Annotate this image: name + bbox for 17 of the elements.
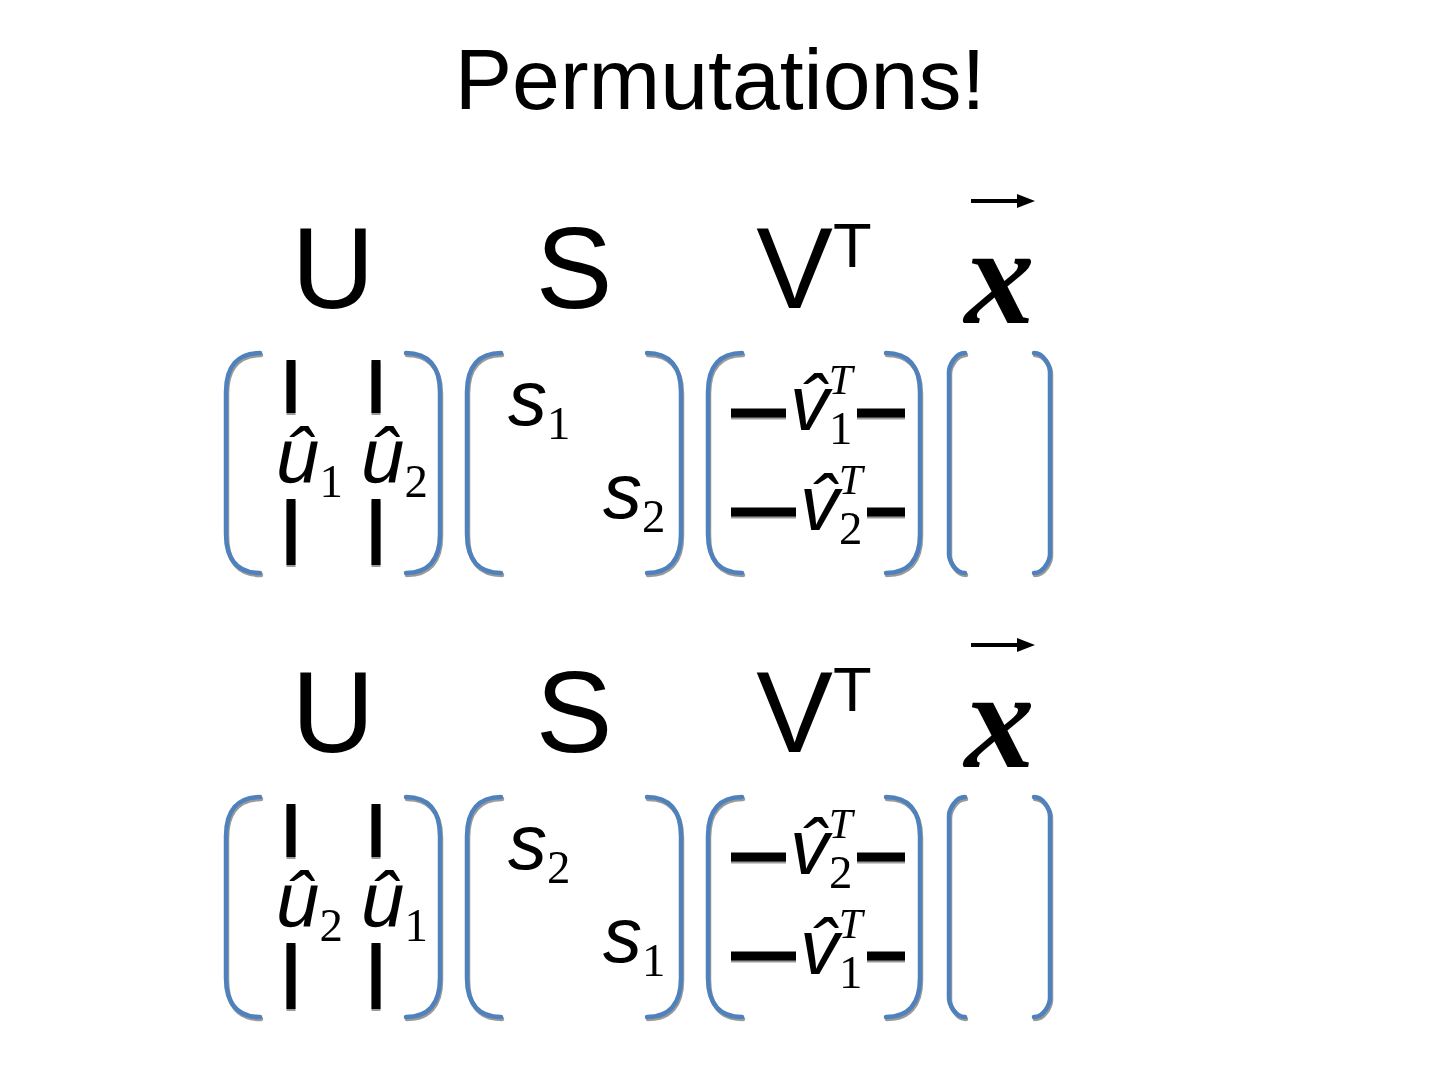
- matrix-entry: û$_{2}$: [361, 417, 428, 495]
- matrix-label: S: [535, 655, 613, 770]
- matrix-label: V$^{T}$: [756, 211, 872, 326]
- matrix-entry: s$_{2}$: [603, 452, 666, 530]
- matrix-label: x: [964, 638, 1035, 790]
- matrix-entry: s$_{1}$: [603, 896, 666, 974]
- matrix-entry: s$_{1}$: [508, 359, 571, 437]
- matrix-entry: û$_{1}$: [361, 861, 428, 939]
- matrix-label: S: [535, 211, 613, 326]
- matrix-label: V$^{T}$: [756, 655, 872, 770]
- slide-title: Permutations!: [454, 36, 986, 122]
- matrix-entry: û$_{1}$: [276, 417, 343, 495]
- matrix-entry: s$_{2}$: [508, 803, 571, 881]
- matrix-label: x: [964, 194, 1035, 346]
- matrix-label: U: [291, 655, 375, 770]
- matrix-label: U: [291, 211, 375, 326]
- matrix-entry: û$_{2}$: [276, 861, 343, 939]
